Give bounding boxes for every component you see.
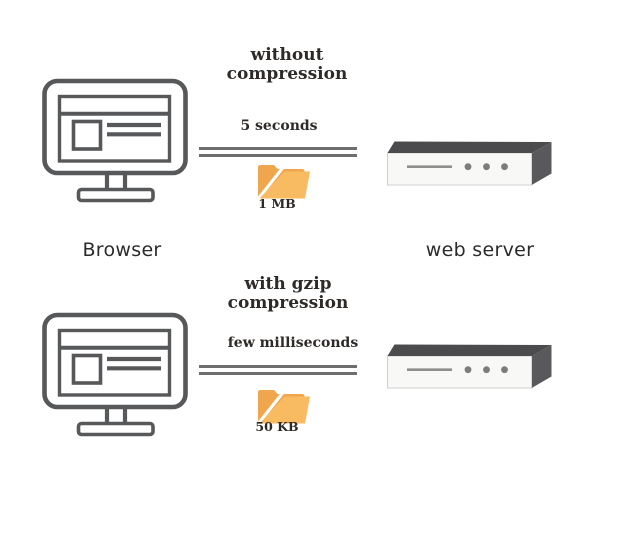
- payload-size-label: 50 KB: [255, 419, 299, 434]
- connection-line-lower: [199, 372, 357, 375]
- connection-line-lower: [199, 154, 357, 157]
- transfer-time-label: 5 seconds: [240, 118, 318, 134]
- folder-icon: [255, 165, 310, 201]
- browser-monitor-icon: [42, 312, 188, 437]
- browser-monitor-icon: [42, 78, 188, 203]
- connection-line-upper: [199, 147, 357, 150]
- connection-line-upper: [199, 365, 357, 368]
- payload-size-label: 1 MB: [258, 196, 296, 211]
- web-server-label: web server: [425, 239, 535, 261]
- section-title-without-compression: without compression: [226, 45, 348, 84]
- web-server-icon: [387, 141, 552, 186]
- transfer-time-label: few milliseconds: [227, 335, 359, 351]
- folder-icon: [255, 390, 310, 426]
- browser-label: Browser: [82, 239, 162, 261]
- web-server-icon: [387, 344, 552, 389]
- section-title-gzip-compression: with gzip compression: [227, 274, 349, 313]
